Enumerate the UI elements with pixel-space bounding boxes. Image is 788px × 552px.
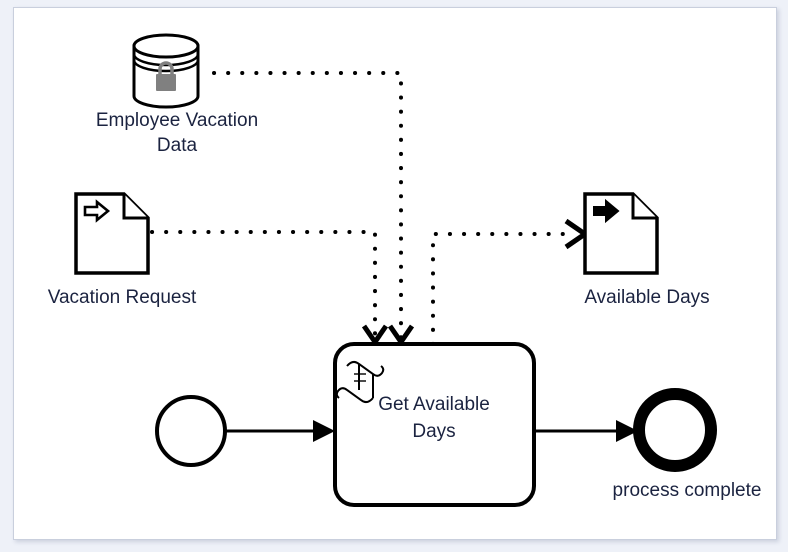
filled-arrowhead	[616, 420, 638, 442]
open-arrowhead-down	[387, 324, 415, 347]
script-icon	[335, 360, 385, 404]
association-line	[431, 232, 578, 346]
sequence-flow-start-to-task[interactable]	[226, 420, 335, 442]
hollow-arrow-icon	[83, 199, 111, 223]
association-task-to-available-days[interactable]	[431, 218, 590, 346]
data-store-band-2	[132, 59, 200, 73]
start-event-circle[interactable]	[155, 395, 227, 467]
sequence-flow-task-to-end[interactable]	[534, 420, 638, 442]
filled-arrow-icon	[593, 198, 620, 224]
association-line	[212, 71, 403, 341]
data-object-folded-corner	[631, 194, 657, 220]
lock-body	[156, 74, 176, 91]
open-arrowhead-right	[564, 218, 590, 250]
association-request-to-task[interactable]	[150, 230, 389, 347]
end-event-circle[interactable]	[633, 388, 717, 472]
association-datastore-to-task[interactable]	[212, 71, 415, 347]
data-object-body	[583, 192, 659, 275]
bpmn-canvas-svg	[74, 33, 717, 507]
task-box	[333, 342, 536, 507]
script-bottom-curl	[335, 387, 374, 404]
data-store-top-ellipse	[132, 33, 200, 59]
lock-icon	[156, 61, 176, 91]
data-object-available-days[interactable]	[583, 192, 659, 275]
data-object-vacation-request[interactable]	[74, 192, 150, 275]
diagram-canvas[interactable]: Employee Vacation Data Vacation Request …	[13, 7, 777, 540]
data-object-folded-corner	[122, 194, 148, 220]
data-store-band-1	[132, 53, 200, 67]
filled-arrowhead	[313, 420, 335, 442]
lock-shackle	[158, 61, 174, 74]
script-task-get-available-days[interactable]	[333, 342, 536, 507]
script-top-curl	[346, 360, 385, 377]
data-store-employee-vacation-data[interactable]	[132, 33, 200, 109]
association-line	[150, 230, 377, 341]
